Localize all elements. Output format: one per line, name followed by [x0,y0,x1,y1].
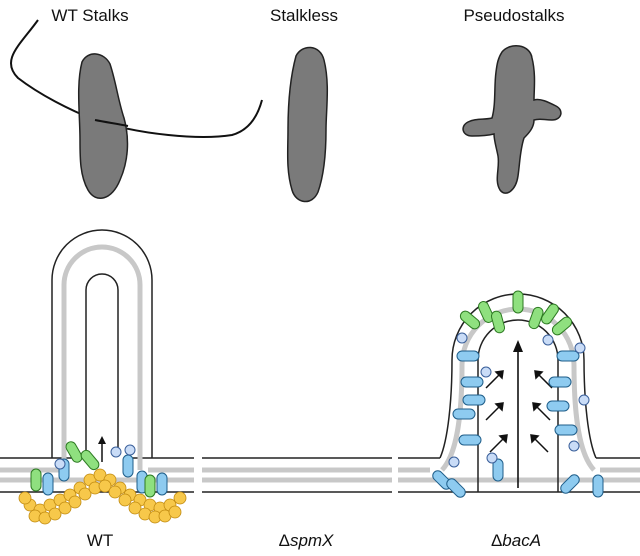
stalkless-cell-body [286,46,329,203]
green-protein [144,474,156,498]
wt-stalked-cell [9,19,263,200]
green-protein [78,447,102,473]
blue-protein [556,350,580,362]
yellow-peptidoglycan-cluster [18,468,187,525]
blue-protein [122,454,134,478]
label-delta-spmx: ΔspmX [279,531,334,551]
green-protein [512,290,524,314]
wt-stalk-filament [9,19,263,138]
label-wt: WT [86,531,114,550]
label-pseudostalks: Pseudostalks [463,6,565,25]
pseudostalk-cell [462,45,562,194]
green-protein [457,308,483,332]
spmx-membrane-diagram [202,457,392,493]
blue-protein [156,472,168,496]
label-delta-baca: ΔbacA [491,531,541,551]
gene-spmx: spmX [289,531,334,550]
green-protein [30,468,42,492]
blue-protein [546,400,570,412]
pseudostalk-cell-body [462,45,562,194]
blue-protein [458,434,482,446]
blue-protein [462,394,486,406]
delta-symbol: Δ [490,531,503,550]
blue-protein [456,350,480,362]
wt-cell-body [77,53,129,200]
blue-protein [452,408,476,420]
stalkless-cell [286,46,329,203]
green-protein [489,309,507,335]
blue-protein [460,376,484,388]
blue-protein [554,424,578,436]
label-stalkless: Stalkless [269,6,339,25]
delta-symbol: Δ [278,531,290,550]
blue-protein [42,472,54,496]
wt-membrane-diagram [0,229,194,525]
baca-membrane-diagram [398,290,640,500]
blue-protein [548,376,572,388]
blue-protein [592,474,604,498]
label-wt-stalks: WT Stalks [51,6,129,25]
gene-baca: bacA [502,531,542,550]
